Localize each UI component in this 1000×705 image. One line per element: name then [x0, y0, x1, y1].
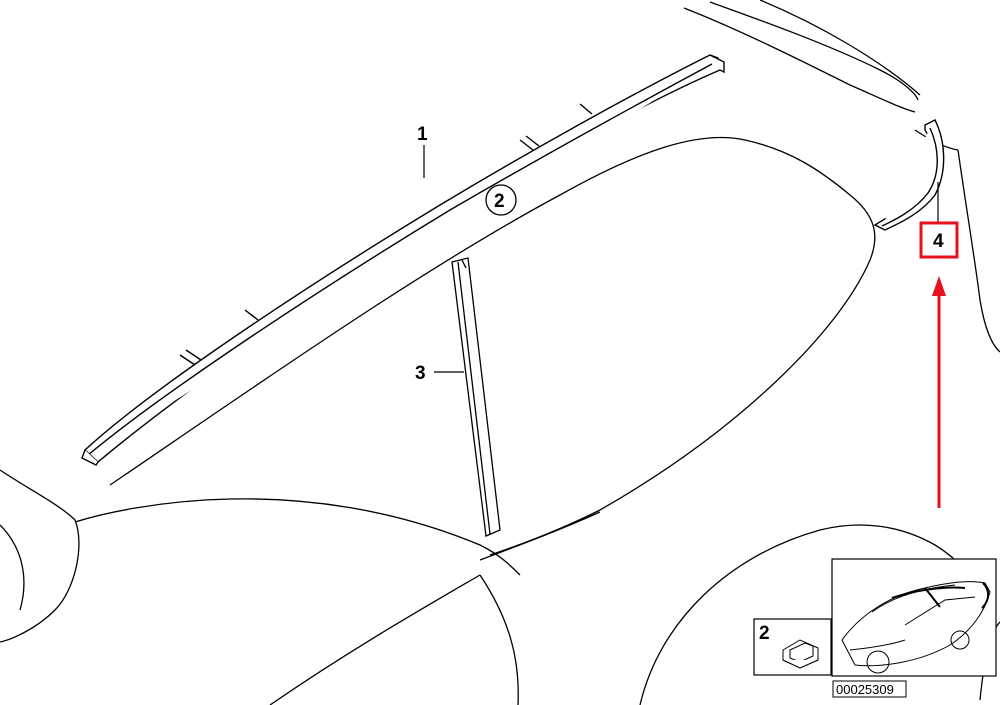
inset-car-overview [831, 558, 997, 677]
inset-callout-2: 2 [759, 623, 770, 644]
callout-1: 1 [417, 124, 428, 145]
leader-lines [423, 145, 939, 373]
b-pillar-trim [451, 257, 501, 537]
diagram-number-box: 00025309 [832, 680, 907, 698]
rear-molding-end [873, 119, 945, 231]
highlight-arrow [932, 276, 946, 508]
roof-molding-strip [81, 54, 725, 466]
inset-clip-detail: 2 [753, 618, 832, 676]
callout-2: 2 [494, 191, 505, 212]
diagram-number: 00025309 [836, 682, 894, 697]
callout-4: 4 [933, 231, 944, 252]
callout-3: 3 [415, 363, 426, 384]
highlight-box [919, 221, 959, 259]
callout-2-circle: 2 [485, 184, 517, 216]
